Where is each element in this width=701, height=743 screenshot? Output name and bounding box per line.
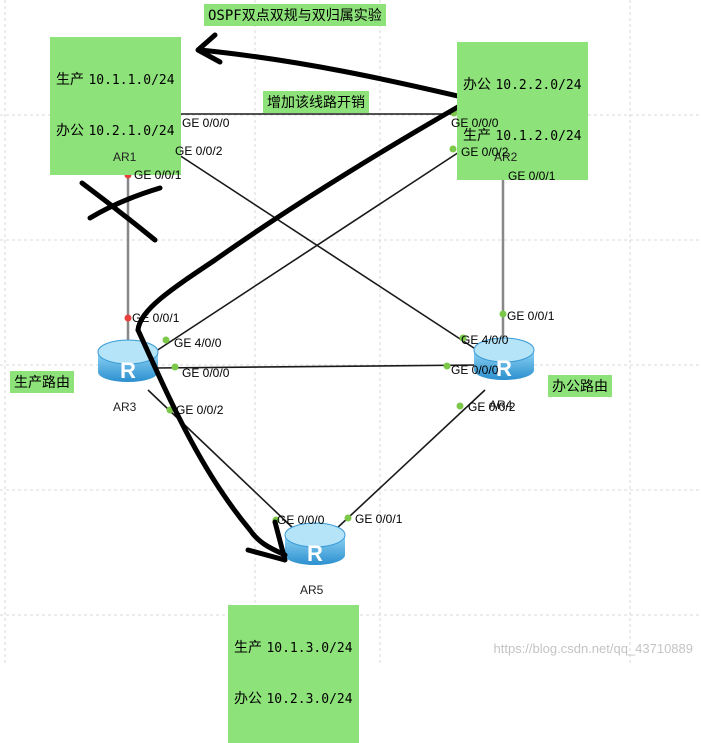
hand-drawn-path	[135, 32, 478, 563]
port-dots	[124, 109, 507, 524]
ar5-net-1-key: 办公	[234, 691, 262, 707]
ar4-port-g001: GE 0/0/1	[507, 309, 555, 323]
ar2-port-g000: GE 0/0/0	[451, 116, 499, 130]
router-ar4-icon[interactable]: R	[473, 337, 535, 381]
ar2-port-g001: GE 0/0/1	[508, 169, 556, 183]
ar1-name: AR1	[113, 150, 137, 164]
link-ar4-ar5	[334, 389, 486, 531]
cross-out-mark	[79, 180, 163, 243]
ar5-port-g000: GE 0/0/0	[277, 513, 325, 527]
ar2-name: AR2	[494, 150, 518, 164]
ar5-net-0-key: 生产	[234, 640, 262, 656]
ar4-port-g400: GE 4/0/0	[461, 333, 509, 347]
router-ar3-icon[interactable]: R	[97, 339, 159, 383]
link-ar1-ar4	[149, 135, 481, 353]
ar3-port-g400: GE 4/0/0	[174, 336, 222, 350]
ar4-name: AR4	[489, 398, 513, 412]
svg-text:R: R	[496, 356, 512, 381]
ar1-net-1-key: 办公	[56, 123, 84, 139]
link-ar2-ar3	[149, 134, 486, 356]
ar1-port-g002: GE 0/0/2	[175, 144, 223, 158]
ar2-net-1-key: 生产	[463, 128, 491, 144]
link-ar3-ar5	[147, 389, 296, 531]
ar2-net-0-value: 10.2.2.0/24	[495, 78, 582, 93]
ar4-role-label: 办公路由	[548, 375, 612, 397]
router-ar5-icon[interactable]: R	[284, 522, 346, 566]
svg-text:R: R	[120, 358, 136, 383]
ar3-port-g001: GE 0/0/1	[132, 311, 180, 325]
ar1-network-label: 生产 10.1.1.0/24 办公 10.2.1.0/24	[50, 37, 181, 175]
svg-text:R: R	[307, 541, 323, 566]
ar3-port-g002: GE 0/0/2	[176, 403, 224, 417]
ar5-net-0-value: 10.1.3.0/24	[266, 641, 353, 656]
diagram-title: OSPF双点双规与双归属实验	[204, 4, 386, 26]
ar5-name: AR5	[300, 583, 324, 597]
ar5-net-1-value: 10.2.3.0/24	[266, 692, 353, 707]
ar2-net-0-key: 办公	[463, 77, 491, 93]
ar5-network-label: 生产 10.1.3.0/24 办公 10.2.3.0/24	[228, 605, 359, 743]
ar2-port-g002: GE 0/0/2	[461, 145, 509, 159]
ar4-port-g002: GE 0/0/2	[468, 400, 516, 414]
link-ar3-ar4	[154, 364, 479, 369]
cost-note: 增加该线路开销	[263, 91, 369, 113]
ar2-network-label: 办公 10.2.2.0/24 生产 10.1.2.0/24	[457, 42, 588, 180]
watermark: https://blog.csdn.net/qq_43710889	[493, 641, 694, 656]
ar4-port-g000: GE 0/0/0	[451, 363, 499, 377]
ar1-port-g001: GE 0/0/1	[134, 168, 182, 182]
ar3-name: AR3	[113, 400, 137, 414]
ar3-port-g000: GE 0/0/0	[182, 366, 230, 380]
ar1-net-0-value: 10.1.1.0/24	[88, 73, 175, 88]
ar5-port-g001: GE 0/0/1	[355, 512, 403, 526]
ar2-net-1-value: 10.1.2.0/24	[495, 129, 582, 144]
ar3-role-label: 生产路由	[10, 371, 74, 393]
links	[126, 113, 505, 531]
ar1-net-0-key: 生产	[56, 72, 84, 88]
ar1-port-g000: GE 0/0/0	[182, 116, 230, 130]
ar1-net-1-value: 10.2.1.0/24	[88, 124, 175, 139]
